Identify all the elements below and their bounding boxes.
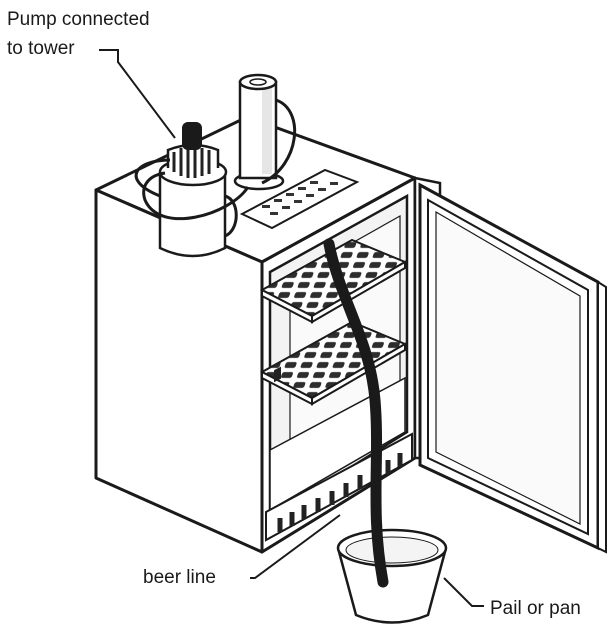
callout-leaders [99, 49, 484, 607]
pail-label: Pail or pan [490, 598, 581, 619]
beer-tower [233, 73, 297, 191]
pump-connected-label-line1: Pump connected [7, 9, 150, 30]
beer-line-hose [323, 238, 389, 588]
open-door [413, 176, 607, 554]
beer-line-label: beer line [143, 567, 216, 588]
pump-connected-label-line2: to tower [7, 38, 75, 59]
control-panel [239, 168, 360, 230]
pump [134, 122, 250, 258]
pail [336, 528, 448, 624]
